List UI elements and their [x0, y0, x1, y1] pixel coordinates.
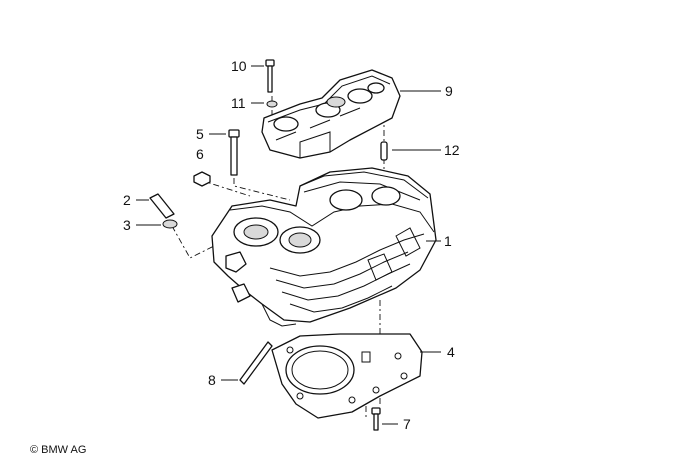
callout-5: 5 — [196, 126, 204, 142]
pin-part-2 — [149, 193, 175, 219]
bolt-part-10 — [265, 59, 275, 93]
callout-7: 7 — [403, 416, 411, 432]
callout-labels: 10 11 9 5 6 12 2 3 1 4 8 7 — [123, 58, 460, 432]
callout-11: 11 — [231, 95, 246, 111]
callout-4: 4 — [447, 344, 455, 360]
callout-1: 1 — [444, 233, 452, 249]
nut-part-6 — [193, 171, 211, 187]
stud-part-8 — [239, 341, 273, 385]
bolt-part-5 — [228, 129, 240, 176]
ring-part-3 — [162, 219, 178, 229]
callout-3: 3 — [123, 217, 131, 233]
callout-8: 8 — [208, 372, 216, 388]
callout-10: 10 — [231, 58, 247, 74]
callout-12: 12 — [444, 142, 460, 158]
copyright-text: © BMW AG — [30, 444, 87, 456]
dowel-part-12 — [380, 141, 388, 161]
callout-9: 9 — [445, 83, 453, 99]
callout-2: 2 — [123, 192, 131, 208]
rocker-carrier-part-9 — [261, 69, 401, 159]
bolt-part-7 — [371, 407, 381, 431]
callout-6: 6 — [196, 146, 204, 162]
cylinder-head-part-1 — [211, 167, 437, 327]
head-gasket-part-4 — [271, 333, 423, 419]
leader-lines — [136, 65, 441, 425]
washer-part-11 — [266, 100, 278, 108]
